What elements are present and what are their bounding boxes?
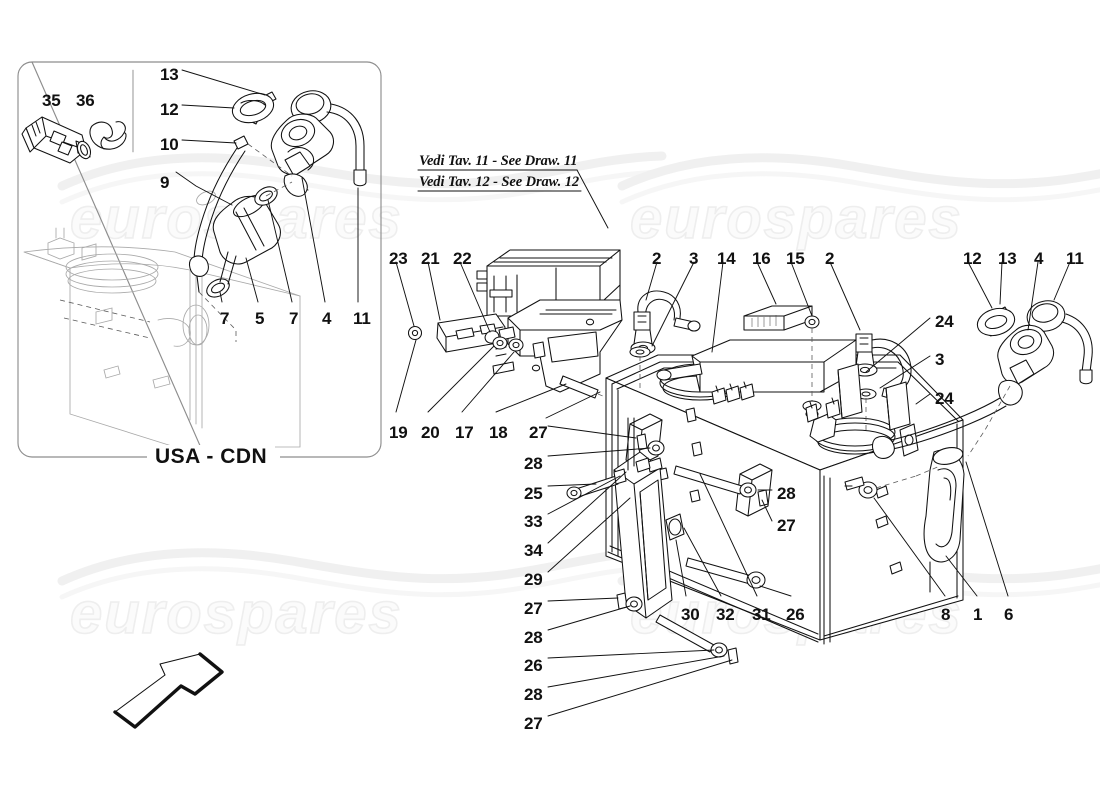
callout-number: 15 bbox=[786, 249, 805, 268]
callout-number: 2 bbox=[825, 249, 835, 268]
callout-number: 18 bbox=[489, 423, 508, 442]
right-filler-neck bbox=[844, 447, 965, 593]
callout-number: 31 bbox=[752, 605, 771, 624]
callout-number: 28 bbox=[524, 628, 543, 647]
callout-number: 7 bbox=[289, 309, 299, 328]
direction-arrow-icon bbox=[113, 652, 224, 729]
callout-number: 9 bbox=[160, 173, 170, 192]
callout-number: 12 bbox=[160, 100, 179, 119]
callout-number: 2 bbox=[652, 249, 662, 268]
callout-number: 24 bbox=[935, 389, 954, 408]
callout-number: 12 bbox=[963, 249, 982, 268]
callout-number: 27 bbox=[524, 714, 543, 733]
caption-see-draw-12: Vedi Tav. 12 - See Draw. 12 bbox=[419, 174, 580, 190]
callout-number: 14 bbox=[717, 249, 736, 268]
callout-number: 4 bbox=[1034, 249, 1044, 268]
inset-panel-usa-cdn bbox=[17, 61, 382, 458]
callout-number: 13 bbox=[160, 65, 179, 84]
callout-number: 7 bbox=[220, 309, 230, 328]
callout-number: 3 bbox=[935, 350, 945, 369]
caption-rules bbox=[417, 169, 609, 229]
callout-number: 34 bbox=[524, 541, 543, 560]
callout-number: 33 bbox=[524, 512, 543, 531]
callout-number: 26 bbox=[786, 605, 805, 624]
callout-number: 24 bbox=[935, 312, 954, 331]
tank-strap-assembly bbox=[566, 417, 769, 665]
part-35-connector bbox=[21, 116, 92, 164]
callout-number: 32 bbox=[716, 605, 735, 624]
callout-number: 16 bbox=[752, 249, 771, 268]
callout-number: 13 bbox=[998, 249, 1017, 268]
callout-number: 8 bbox=[941, 605, 951, 624]
tank-filler-pipe-right bbox=[871, 300, 1093, 459]
callout-number: 5 bbox=[255, 309, 265, 328]
callout-number: 22 bbox=[453, 249, 472, 268]
callout-number: 25 bbox=[524, 484, 543, 503]
left-bracket-assembly bbox=[407, 299, 637, 411]
callout-number: 27 bbox=[524, 599, 543, 618]
leader-lines bbox=[175, 69, 1071, 717]
callout-number: 26 bbox=[524, 656, 543, 675]
callout-number: 29 bbox=[524, 570, 543, 589]
callout-number: 27 bbox=[529, 423, 548, 442]
inset-filler-assembly bbox=[189, 90, 367, 342]
callout-number: 10 bbox=[160, 135, 179, 154]
callout-number: 36 bbox=[76, 91, 95, 110]
callout-number: 28 bbox=[777, 484, 796, 503]
inset-label-usa-cdn: USA - CDN bbox=[147, 445, 276, 469]
callout-number: 11 bbox=[1066, 249, 1084, 268]
callout-number: 20 bbox=[421, 423, 440, 442]
callout-number: 3 bbox=[689, 249, 699, 268]
callout-number: 28 bbox=[524, 685, 543, 704]
callout-number: 35 bbox=[42, 91, 61, 110]
callout-number: 6 bbox=[1004, 605, 1014, 624]
callout-number: 30 bbox=[681, 605, 700, 624]
callout-number: 1 bbox=[973, 605, 983, 624]
callout-number: 4 bbox=[322, 309, 332, 328]
callout-number: 21 bbox=[421, 249, 440, 268]
part-36-clip bbox=[89, 121, 127, 150]
callout-number: 28 bbox=[524, 454, 543, 473]
callout-number: 11 bbox=[353, 309, 371, 328]
callout-number: 23 bbox=[389, 249, 408, 268]
callout-number: 27 bbox=[777, 516, 796, 535]
caption-see-draw-11: Vedi Tav. 11 - See Draw. 11 bbox=[419, 153, 578, 169]
callout-number: 19 bbox=[389, 423, 408, 442]
callout-number: 17 bbox=[455, 423, 474, 442]
